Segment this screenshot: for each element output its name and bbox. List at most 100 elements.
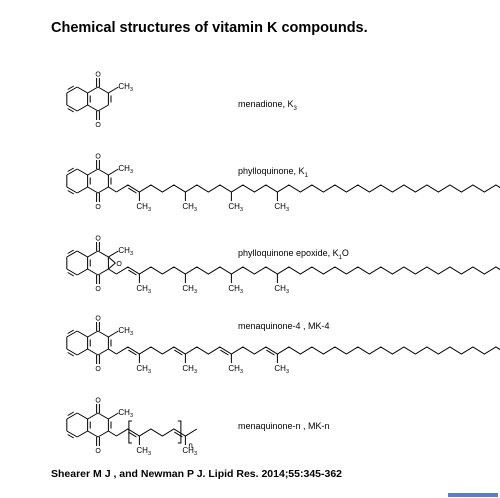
benzene-bond [66,104,78,112]
methyl-bond [108,168,119,176]
methyl-group-label: CH3 [118,246,133,257]
side-chain-bond [108,348,117,355]
methyl-group-label: CH3 [182,202,197,213]
methyl-group-label: CH3 [228,202,243,213]
quinone-bond [97,186,109,194]
epoxide-bond [108,262,116,270]
isoprenoid-chain [116,266,500,275]
methyl-group-label: CH3 [182,446,197,457]
methyl-group-label: CH3 [274,364,289,375]
benzene-bond [66,412,78,420]
quinone-bond [87,268,99,276]
quinone-bond [97,268,109,276]
compound-label-phylloquinone: phylloquinone, K1 [238,166,308,179]
oxygen-label: O [95,448,101,455]
oxygen-label: O [95,398,101,405]
quinone-bond [97,412,109,420]
repeat-bracket-right [177,420,182,444]
quinone-bond [97,168,109,176]
repeat-index-label: n [188,441,192,450]
side-chain-bond [108,430,117,437]
isoprenoid-chain [116,346,500,355]
methyl-bond [108,412,119,420]
aromatic-double-bond [67,272,75,277]
figure-title: Chemical structures of vitamin K compoun… [51,20,368,36]
methyl-group-label: CH3 [182,364,197,375]
isoprenoid-chain [116,428,198,437]
corner-accent-bar [448,493,498,497]
aromatic-double-bond [67,108,75,113]
benzene-bond [76,168,88,176]
methyl-group-label: CH3 [274,202,289,213]
epoxide-bond [108,256,116,264]
chain-double-bond [266,349,275,356]
chain-double-bond [174,431,183,438]
quinone-bond [97,330,109,338]
compound-label-menaquinone-4: menaquinone-4 , MK-4 [238,321,330,331]
chain-double-bond [128,187,137,194]
chain-double-bond [174,349,183,356]
methyl-group-label: CH3 [136,202,151,213]
aromatic-double-bond [67,329,75,334]
quinone-bond [87,348,99,356]
methyl-bond [108,250,119,258]
methyl-group-label: CH3 [228,284,243,295]
benzene-bond [76,86,88,94]
epoxide-oxygen-label: O [116,261,122,268]
isoprenoid-chain [116,184,500,193]
methyl-group-label: CH3 [136,364,151,375]
benzene-bond [66,268,78,276]
quinone-bond [87,168,99,176]
methyl-group-label: CH3 [118,326,133,337]
aromatic-double-bond [67,249,75,254]
compound-label-phylloquinone-epoxide: phylloquinone epoxide, K1O [238,248,349,261]
methyl-group-label: CH3 [118,164,133,175]
benzene-bond [76,348,88,356]
benzene-bond [66,348,78,356]
quinone-bond [87,430,99,438]
methyl-group-label: CH3 [136,446,151,457]
methyl-group-label: CH3 [228,364,243,375]
oxygen-label: O [95,72,101,79]
quinone-bond [87,330,99,338]
citation: Shearer M J , and Newman P J. Lipid Res.… [51,468,343,480]
benzene-bond [66,186,78,194]
quinone-bond [87,86,99,94]
repeat-bracket-left [128,420,132,444]
benzene-bond [66,250,78,258]
methyl-group-label: CH3 [118,408,133,419]
quinone-bond [97,86,109,94]
aromatic-double-bond [67,352,75,357]
methyl-group-label: CH3 [118,82,133,93]
quinone-bond [87,250,99,258]
benzene-bond [76,268,88,276]
oxygen-label: O [95,286,101,293]
benzene-bond [66,430,78,438]
benzene-bond [76,430,88,438]
aromatic-double-bond [67,411,75,416]
oxygen-label: O [95,154,101,161]
benzene-bond [76,412,88,420]
aromatic-double-bond [67,85,75,90]
quinone-bond [87,186,99,194]
methyl-group-label: CH3 [274,284,289,295]
benzene-bond [76,330,88,338]
quinone-bond [97,348,109,356]
atom-labels: OOCH3OOCH3CH3CH3CH3CH3CH3OOCH3OCH3CH3CH3… [95,72,289,458]
chain-double-bond [128,349,137,356]
aromatic-double-bond [67,167,75,172]
aromatic-double-bond [67,434,75,439]
chain-double-bond [128,269,137,276]
methyl-bond [108,86,119,94]
benzene-bond [66,86,78,94]
quinone-bond [87,412,99,420]
quinone-bond [97,430,109,438]
quinone-bond [97,104,109,112]
benzene-bond [66,168,78,176]
methyl-bond [108,330,119,338]
quinone-bond [87,104,99,112]
oxygen-label: O [95,236,101,243]
aromatic-double-bond [67,190,75,195]
benzene-bond [76,104,88,112]
